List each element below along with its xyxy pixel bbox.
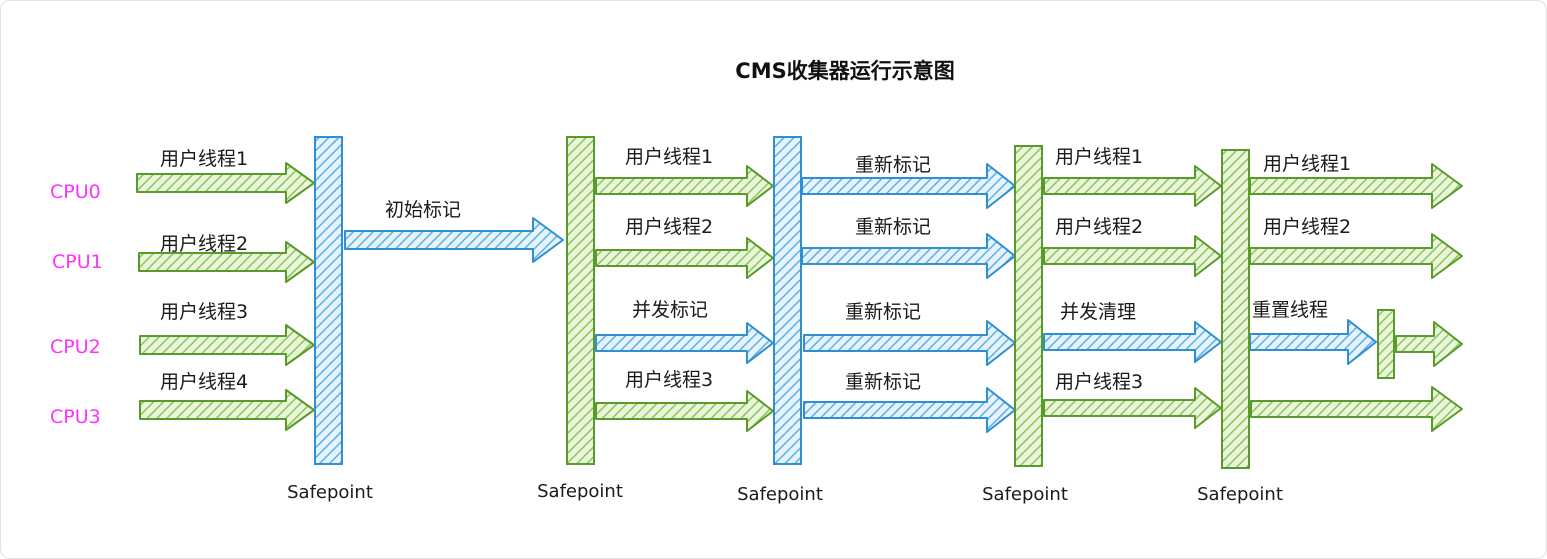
- initial-mark-label: 初始标记: [385, 199, 461, 221]
- safepoint-bar: [566, 136, 595, 465]
- stage5-labels: 用户线程1 用户线程2 并发清理 用户线程3: [1055, 146, 1143, 393]
- thread-label: 用户线程1: [1055, 146, 1143, 168]
- flow-arrow: [595, 390, 774, 432]
- safepoint-bar: [314, 136, 343, 465]
- thread-label: 用户线程4: [160, 371, 248, 393]
- stage6-labels: 用户线程1 用户线程2 重置线程: [1252, 153, 1351, 321]
- flow-arrow: [1249, 319, 1377, 365]
- thread-label: 用户线程1: [160, 148, 248, 170]
- flow-arrow: [803, 387, 1016, 433]
- flow-arrow: [1249, 233, 1463, 279]
- thread-label: 用户线程3: [1055, 371, 1143, 393]
- thread-label: 用户线程1: [625, 146, 713, 168]
- flow-arrow: [1043, 235, 1222, 277]
- flow-arrow: [803, 320, 1016, 366]
- safepoint-bars: [314, 136, 1395, 469]
- thread-label: 用户线程2: [1055, 216, 1143, 238]
- reset-thread-block: [1377, 309, 1395, 379]
- thread-label: 用户线程2: [1263, 216, 1351, 238]
- remark-label: 重新标记: [845, 371, 921, 393]
- safepoint-label: Safepoint: [1197, 484, 1283, 505]
- stage3-labels: 用户线程1 用户线程2 并发标记 用户线程3: [625, 146, 713, 391]
- safepoint-labels: Safepoint Safepoint Safepoint Safepoint …: [287, 481, 1283, 505]
- stage1-labels: 用户线程1 用户线程2 用户线程3 用户线程4: [160, 148, 248, 393]
- flow-arrow: [595, 165, 774, 207]
- safepoint-label: Safepoint: [537, 481, 623, 502]
- thread-label: 重置线程: [1252, 299, 1328, 321]
- diagram-title: CMS收集器运行示意图: [735, 59, 954, 83]
- flow-arrow: [1250, 386, 1463, 432]
- flow-arrow: [136, 162, 315, 204]
- cpu-label: CPU3: [50, 406, 101, 428]
- flow-arrow: [595, 237, 774, 279]
- flow-arrow: [595, 322, 774, 364]
- flow-arrow: [1395, 321, 1463, 367]
- flow-arrow: [344, 217, 564, 263]
- flow-arrow: [139, 324, 315, 366]
- safepoint-label: Safepoint: [982, 484, 1068, 505]
- cpu-label: CPU1: [52, 251, 103, 273]
- cpu-label: CPU2: [50, 336, 101, 358]
- stage4-labels: 重新标记 重新标记 重新标记 重新标记: [845, 154, 931, 393]
- flow-arrow: [801, 233, 1016, 279]
- flow-arrow: [801, 163, 1016, 209]
- safepoint-label: Safepoint: [287, 482, 373, 503]
- flow-arrow: [1249, 163, 1463, 209]
- flow-arrow: [139, 389, 315, 431]
- flow-arrow: [138, 241, 315, 283]
- thread-label: 用户线程3: [625, 369, 713, 391]
- safepoint-label: Safepoint: [737, 484, 823, 505]
- safepoint-bar: [1014, 145, 1043, 467]
- thread-label: 并发标记: [632, 299, 708, 321]
- thread-label: 用户线程1: [1263, 153, 1351, 175]
- thread-arrows: [136, 162, 1463, 433]
- thread-label: 用户线程3: [160, 301, 248, 323]
- remark-label: 重新标记: [855, 154, 931, 176]
- flow-arrow: [1043, 165, 1222, 207]
- thread-label: 用户线程2: [625, 216, 713, 238]
- cpu-label: CPU0: [50, 181, 101, 203]
- safepoint-bar: [773, 136, 802, 465]
- remark-label: 重新标记: [845, 301, 921, 323]
- flow-arrow: [1043, 387, 1222, 429]
- thread-label: 用户线程2: [160, 233, 248, 255]
- flow-arrow: [1043, 321, 1222, 363]
- safepoint-bar: [1221, 149, 1250, 469]
- cpu-labels: CPU0 CPU1 CPU2 CPU3: [50, 181, 103, 428]
- thread-label: 并发清理: [1060, 301, 1136, 323]
- remark-label: 重新标记: [855, 216, 931, 238]
